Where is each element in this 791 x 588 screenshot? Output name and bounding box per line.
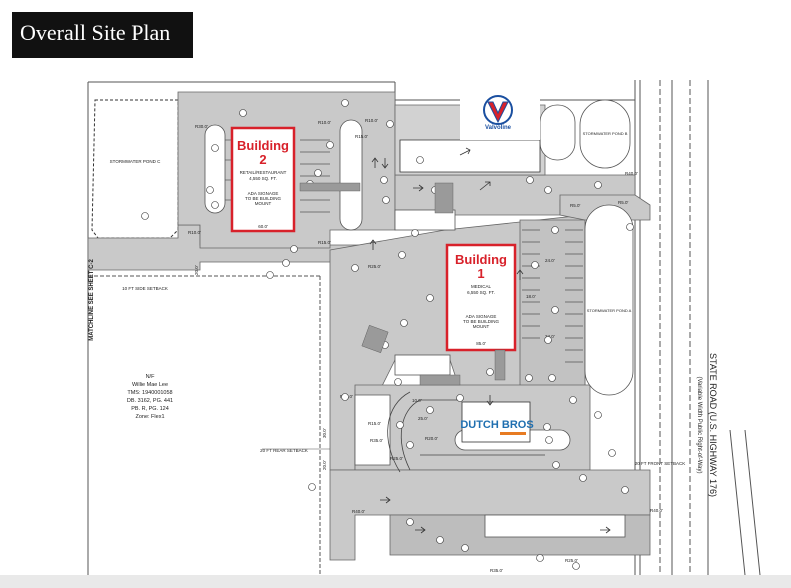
page-title: Overall Site Plan: [20, 20, 171, 45]
landscape-islands: [204, 99, 634, 538]
dimension-label: 20.0': [194, 265, 199, 275]
building-1: Building 1 MEDICAL 6,550 SQ. FT. ADA SIG…: [445, 243, 517, 352]
building-1-label-1: Building: [455, 252, 507, 267]
radius-label: R25.0': [368, 264, 381, 269]
radius-label: R15.0': [368, 421, 381, 426]
owner-line-4: DB. 3162, PG. 441: [127, 398, 173, 404]
radius-label: R35.0': [370, 438, 383, 443]
dimension-label: 24.0': [545, 334, 555, 339]
radius-label: R40.0': [650, 508, 663, 513]
building-1-signage-1: ADA SIGNAGE: [466, 314, 497, 319]
front-setback-label: 20 FT FRONT SETBACK: [635, 461, 686, 466]
radius-label: R10.0': [188, 230, 201, 235]
radius-label: R10.0': [365, 118, 378, 123]
radius-label: R25.0': [565, 558, 578, 563]
building-1-signage-3: MOUNT: [473, 324, 490, 329]
radius-label: R5.0': [570, 203, 581, 208]
matchline-label: MATCHLINE SEE SHEET C-2: [89, 259, 95, 341]
building-2-signage-1: ADA SIGNAGE: [248, 191, 279, 196]
title-banner: Overall Site Plan: [12, 12, 193, 58]
valvoline-name: Valvoline: [485, 125, 512, 131]
dimension-label: 18.0': [526, 294, 536, 299]
owner-line-2: Willie Mae Lee: [132, 382, 168, 388]
building-2-signage-2: TO BE BUILDING: [245, 196, 281, 201]
dimension-label: 25.0': [418, 416, 428, 421]
radius-label: R30.0': [195, 124, 208, 129]
building-1-label-2: 1: [477, 266, 484, 281]
radius-label: R20.0': [425, 436, 438, 441]
owner-line-6: Zone: Flex1: [135, 414, 164, 420]
bottom-strip: [0, 575, 791, 588]
building-2-signage-3: MOUNT: [255, 201, 272, 206]
sidewalks: [299, 182, 506, 386]
valvoline-building: Valvoline: [399, 95, 541, 173]
building-2-use: RETAIL/RESTAURANT: [240, 170, 287, 175]
dutch-bros-logo: DUTCH BROS: [460, 419, 533, 431]
owner-line-5: PB. R, PG. 124: [131, 406, 169, 412]
owner-line-1: N/F: [146, 374, 156, 380]
dimension-callouts: 24.0' 24.0' 18.0' 20.0' 10.0' 30.0' 20.0…: [194, 258, 555, 470]
dimension-label: 20.0': [322, 460, 327, 470]
building-1-dim: 85.0': [476, 341, 486, 346]
building-1-use: MEDICAL: [471, 284, 492, 289]
building-2-label-1: Building: [237, 138, 289, 153]
dutch-bros-building: DUTCH BROS: [460, 401, 534, 443]
building-1-area: 6,550 SQ. FT.: [467, 290, 495, 295]
rear-setback-label: 20 FT REAR SETBACK: [260, 448, 308, 453]
traffic-arrows: [369, 147, 611, 534]
radius-label: R25.0': [390, 456, 403, 461]
owner-line-3: TMS: 1940001058: [127, 390, 172, 396]
dimension-label: 24.0': [545, 258, 555, 263]
keynote-callouts: [141, 99, 634, 570]
stormwater-pond-c: [91, 99, 179, 239]
adjacent-owner-info: N/F Willie Mae Lee TMS: 1940001058 DB. 3…: [127, 374, 173, 420]
pond-b-label: STORMWATER POND B: [583, 131, 628, 136]
building-2-label-2: 2: [259, 152, 266, 167]
radius-label: R40.0': [625, 171, 638, 176]
dimension-label: 30.0': [322, 428, 327, 438]
building-1-signage-2: TO BE BUILDING: [463, 319, 499, 324]
valvoline-logo-icon: [487, 101, 509, 124]
highway-row-label: (Variable Width Public Right-of-Way): [696, 376, 702, 473]
dimension-label: 10.0': [412, 398, 422, 403]
radius-label: R35.0': [490, 568, 503, 573]
radius-label: R15.0': [318, 240, 331, 245]
radius-label: R40.0': [352, 509, 365, 514]
building-2-area: 4,550 SQ. FT.: [249, 176, 277, 181]
building-2: Building 2 RETAIL/RESTAURANT 4,550 SQ. F…: [230, 126, 296, 233]
radius-label: R5.0': [618, 200, 629, 205]
pond-c-label: STORMWATER POND C: [110, 159, 161, 164]
radius-label: R15.0': [355, 134, 368, 139]
radius-label: R10.0': [318, 120, 331, 125]
pond-a-label: STORMWATER POND A: [587, 308, 632, 313]
highway-label: STATE ROAD (U.S. HIGHWAY 176): [708, 353, 718, 497]
side-setback-label: 10 FT SIDE SETBACK: [122, 286, 168, 291]
building-2-dim: 60.0': [258, 224, 268, 229]
